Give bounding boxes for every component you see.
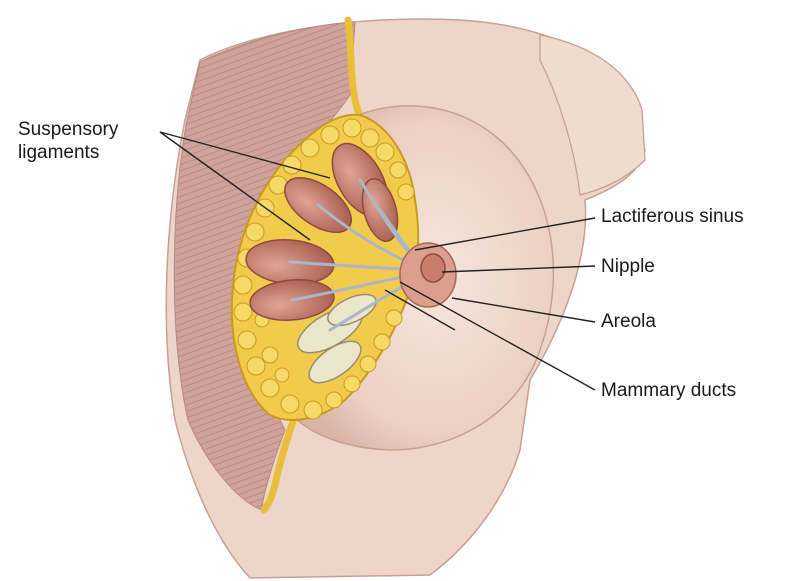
label-areola: Areola (601, 310, 656, 333)
label-lactiferous-sinus: Lactiferous sinus (601, 205, 744, 228)
label-nipple: Nipple (601, 255, 655, 278)
nipple-drawing (421, 254, 445, 282)
label-suspensory-line1: Suspensory (18, 118, 118, 141)
label-suspensory-line2: ligaments (18, 141, 118, 164)
label-mammary-ducts: Mammary ducts (601, 379, 736, 402)
label-suspensory-ligaments: Suspensory ligaments (18, 118, 118, 164)
